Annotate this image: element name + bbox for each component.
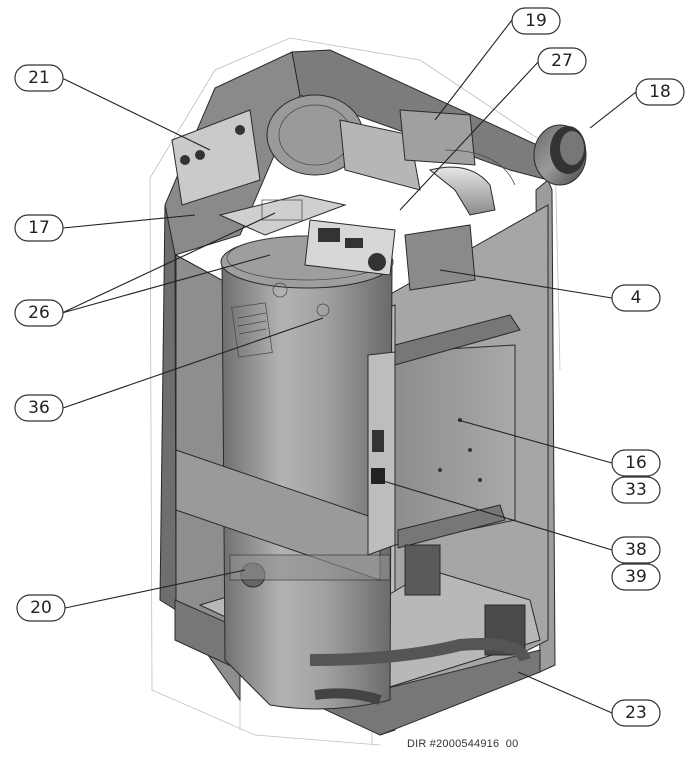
callout-16-label: 16	[625, 453, 647, 473]
callout-23: 23	[611, 699, 661, 727]
callout-19-label: 19	[525, 11, 547, 31]
callout-36-label: 36	[28, 398, 50, 418]
callout-18-label: 18	[649, 82, 671, 102]
control-plate	[367, 314, 521, 556]
callout-39: 39	[611, 563, 661, 591]
leader-lines	[61, 19, 637, 714]
callout-21: 21	[14, 64, 64, 92]
callout-4-label: 4	[631, 288, 642, 308]
callout-38: 38	[611, 536, 661, 564]
callout-39-label: 39	[625, 567, 647, 587]
callout-16: 16	[611, 449, 661, 477]
callout-38-label: 38	[625, 540, 647, 560]
lower-components	[229, 544, 531, 705]
callout-27: 27	[537, 47, 587, 75]
callout-4: 4	[611, 284, 661, 312]
heat-exchanger-tank	[220, 235, 394, 710]
burner-blower-assembly	[171, 94, 516, 291]
callout-26-label: 26	[28, 303, 50, 323]
document-reference-number: DIR #2000544916 00	[407, 738, 519, 750]
flue-adapter	[533, 124, 587, 186]
callout-26: 26	[14, 299, 64, 327]
callout-17-label: 17	[28, 218, 50, 238]
callout-23-label: 23	[625, 703, 647, 723]
callout-20: 20	[16, 594, 66, 622]
callout-17: 17	[14, 214, 64, 242]
callout-21-label: 21	[28, 68, 50, 88]
callout-27-label: 27	[551, 51, 573, 71]
callout-33: 33	[611, 476, 661, 504]
callout-36: 36	[14, 394, 64, 422]
callout-33-label: 33	[625, 480, 647, 500]
callout-19: 19	[511, 7, 561, 35]
callout-18: 18	[635, 78, 685, 106]
callout-20-label: 20	[30, 598, 52, 618]
